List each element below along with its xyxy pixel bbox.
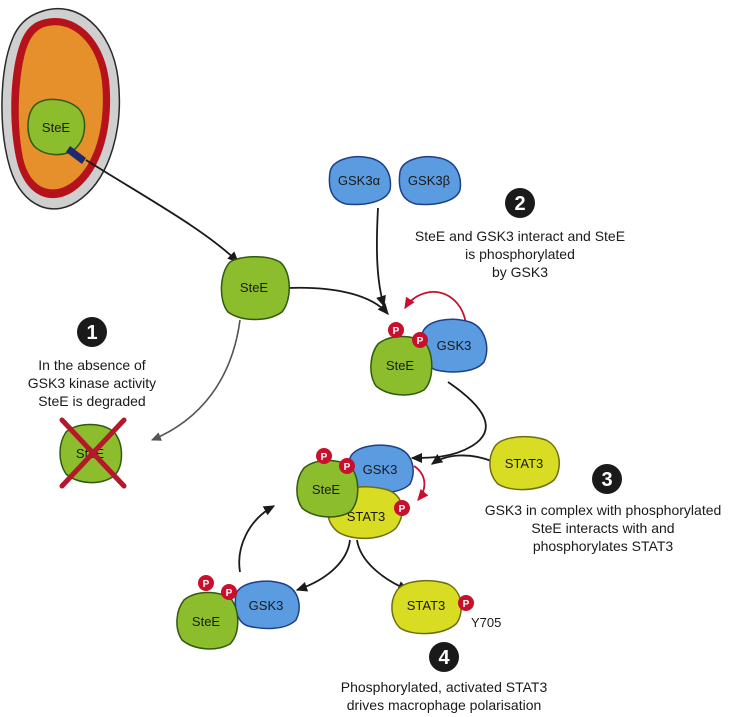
svg-text:P: P bbox=[321, 452, 328, 463]
step-caption-line: SteE and GSK3 interact and SteE bbox=[415, 228, 625, 244]
phosphorylated-stat3: STAT3 P Y705 bbox=[391, 579, 501, 635]
step-caption-line: phosphorylates STAT3 bbox=[533, 538, 674, 554]
arrow-ternary-to-complex bbox=[295, 539, 351, 592]
arrow-stee-to-complex bbox=[286, 286, 389, 315]
stat3-label: STAT3 bbox=[347, 509, 386, 524]
gsk3-released bbox=[234, 580, 300, 630]
stee-label: SteE bbox=[312, 482, 341, 497]
svg-text:P: P bbox=[226, 588, 233, 599]
svg-text:P: P bbox=[203, 579, 210, 590]
svg-text:P: P bbox=[399, 504, 406, 515]
step-caption-line: GSK3 in complex with phosphorylated bbox=[485, 502, 722, 518]
stee-in-ternary bbox=[296, 459, 359, 518]
svg-text:P: P bbox=[463, 599, 470, 610]
stat3-label: STAT3 bbox=[407, 598, 446, 613]
arrow-ternary-to-pstat3 bbox=[356, 539, 410, 591]
released-stee-gsk3-complex: GSK3 SteE P P bbox=[176, 575, 300, 650]
degraded-stee: SteE bbox=[59, 417, 127, 489]
step-number: 4 bbox=[438, 647, 450, 669]
step-number-badge bbox=[505, 188, 535, 218]
step-number: 2 bbox=[514, 193, 525, 215]
gsk3-label: GSK3 bbox=[363, 462, 398, 477]
arrow-isoforms-to-complex bbox=[376, 207, 386, 308]
salmonella-bacterium: SteE bbox=[1, 7, 121, 210]
stee-label: SteE bbox=[192, 614, 221, 629]
stee-gsk3-stat3-complex: GSK3 STAT3 SteE P P P bbox=[296, 444, 414, 540]
stat3-label: STAT3 bbox=[505, 456, 544, 471]
arrow-stee-degradation bbox=[150, 319, 241, 441]
arrow-phosphorylation-stat3 bbox=[413, 465, 429, 501]
stee-gsk3-complex: GSK3 SteE P P bbox=[370, 318, 488, 396]
step-caption-line: GSK3 kinase activity bbox=[28, 375, 156, 391]
phospho-marker: P bbox=[339, 458, 355, 474]
gsk3-label: GSK3 bbox=[249, 598, 284, 613]
step-1: 1 In the absence of GSK3 kinase activity… bbox=[28, 317, 156, 409]
arrow-complex-to-ternary bbox=[410, 381, 487, 464]
step-number-badge bbox=[429, 642, 459, 672]
arrow-stat3-to-ternary bbox=[430, 454, 495, 465]
step-number: 3 bbox=[601, 469, 612, 491]
cross-icon bbox=[59, 417, 127, 489]
stee-protein: SteE bbox=[220, 256, 290, 321]
arrow-bacterium-to-stee bbox=[85, 159, 239, 263]
step-caption-line: SteE interacts with and bbox=[531, 520, 674, 536]
stat3-protein: STAT3 bbox=[489, 435, 560, 491]
stee-label: SteE bbox=[42, 120, 71, 135]
phospho-marker: P bbox=[316, 448, 332, 464]
gsk3-beta-protein: GSK3β bbox=[398, 156, 462, 206]
y705-label: Y705 bbox=[471, 615, 501, 630]
secretion-system-icon bbox=[66, 146, 86, 164]
gsk3-label: GSK3 bbox=[437, 338, 472, 353]
step-caption-line: SteE is degraded bbox=[38, 393, 145, 409]
stee-label: SteE bbox=[386, 358, 415, 373]
step-caption-line: by GSK3 bbox=[492, 264, 548, 280]
step-caption-line: Phosphorylated, activated STAT3 bbox=[341, 679, 548, 695]
arrow-phosphorylation-stee bbox=[404, 291, 468, 341]
phospho-marker: P bbox=[458, 595, 474, 611]
stee-in-bacterium: SteE bbox=[27, 98, 86, 156]
phospho-marker: P bbox=[412, 332, 428, 348]
svg-text:P: P bbox=[344, 462, 351, 473]
stee-released bbox=[176, 591, 239, 650]
step-3: 3 GSK3 in complex with phosphorylated St… bbox=[485, 464, 722, 554]
gsk3-alpha-protein: GSK3α bbox=[328, 156, 392, 206]
phospho-marker: P bbox=[221, 584, 237, 600]
phospho-marker: P bbox=[388, 322, 404, 338]
gsk3a-label: GSK3α bbox=[338, 173, 381, 188]
step-number-badge bbox=[592, 464, 622, 494]
arrow-recycle-complex bbox=[238, 505, 276, 573]
phospho-marker: P bbox=[198, 575, 214, 591]
svg-text:P: P bbox=[393, 326, 400, 337]
gsk3b-label: GSK3β bbox=[408, 173, 450, 188]
step-2: 2 SteE and GSK3 interact and SteE is pho… bbox=[415, 188, 625, 280]
step-number: 1 bbox=[86, 322, 97, 344]
step-4: 4 Phosphorylated, activated STAT3 drives… bbox=[341, 642, 548, 713]
step-caption-line: In the absence of bbox=[38, 357, 146, 373]
phospho-marker: P bbox=[394, 500, 410, 516]
svg-text:P: P bbox=[417, 336, 424, 347]
stee-label: SteE bbox=[240, 280, 269, 295]
step-number-badge bbox=[77, 317, 107, 347]
step-caption-line: drives macrophage polarisation bbox=[347, 697, 542, 713]
step-caption-line: is phosphorylated bbox=[465, 246, 575, 262]
